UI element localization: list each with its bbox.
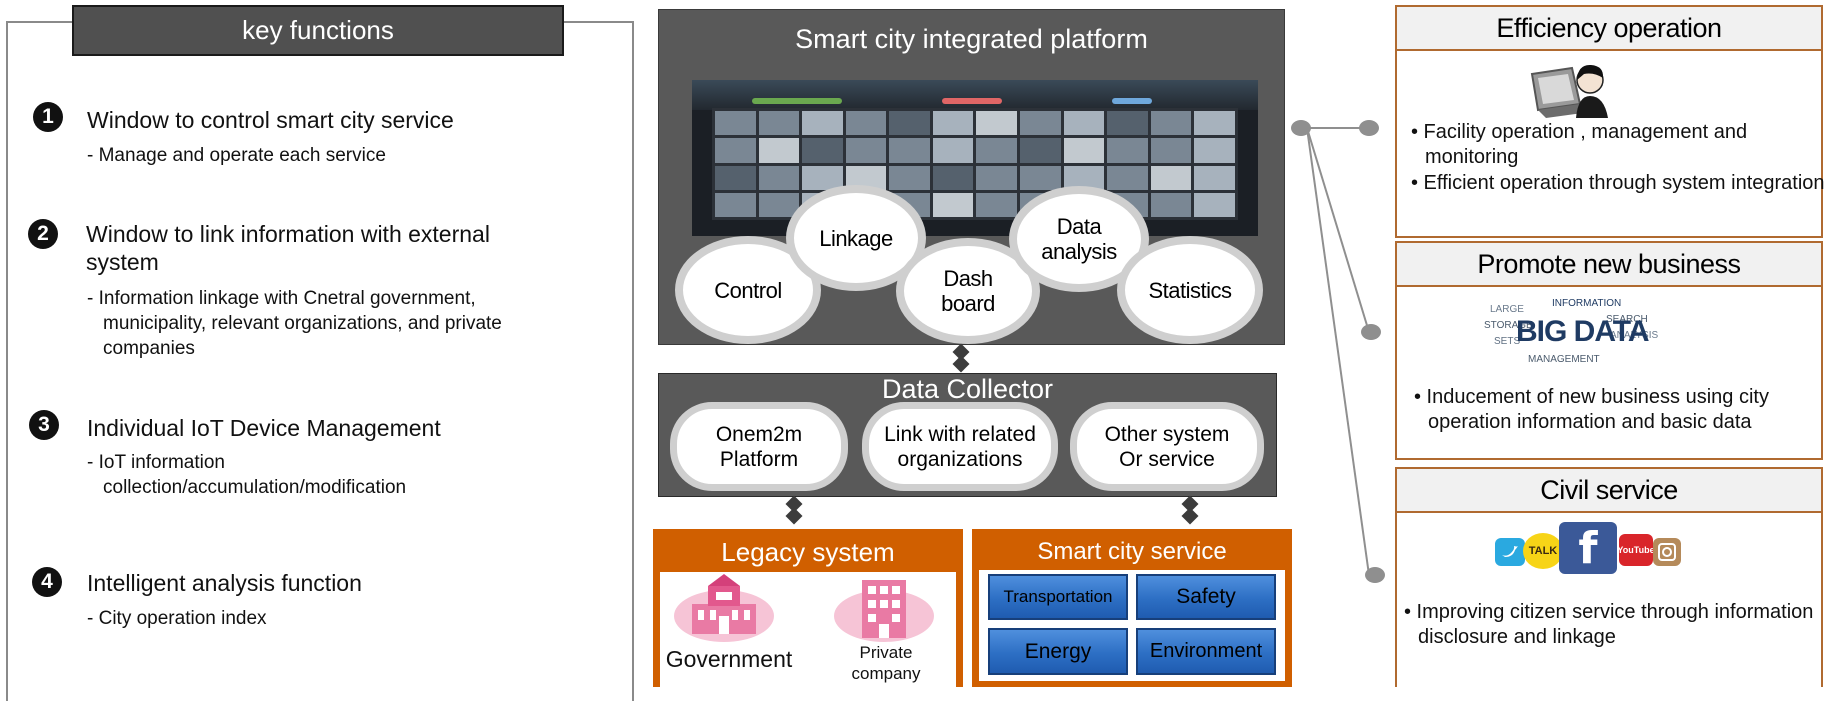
function-desc-3: - IoT information collection/accumulatio… bbox=[87, 452, 407, 498]
efficiency-operation-title: Efficiency operation bbox=[1397, 7, 1821, 51]
function-desc-4: - City operation index bbox=[87, 608, 267, 629]
connector-diamond bbox=[785, 507, 803, 525]
safety-button[interactable]: Safety bbox=[1136, 574, 1276, 620]
instagram-icon bbox=[1653, 538, 1681, 566]
bubble-statistics: Statistics bbox=[1117, 236, 1263, 344]
connector-dot bbox=[1361, 324, 1381, 340]
efficiency-bullet-1: • Facility operation , management and mo… bbox=[1411, 121, 1748, 168]
private-company-building-icon bbox=[834, 580, 934, 642]
bubble-control: Control bbox=[675, 236, 821, 344]
collector-link-organizations: Link with related organizations bbox=[862, 402, 1058, 491]
collector-onem2m: Onem2m Platform bbox=[670, 402, 848, 491]
kakaotalk-icon: TALK bbox=[1523, 533, 1563, 569]
collector-other-system: Other system Or service bbox=[1070, 402, 1264, 491]
function-desc-2: - Information linkage with Cnetral gover… bbox=[87, 288, 502, 359]
business-bullet-1: • Inducement of new business using city … bbox=[1414, 386, 1769, 433]
legacy-government-label: Government bbox=[665, 646, 793, 672]
function-number-1: 1 bbox=[33, 102, 63, 132]
control-room-image bbox=[692, 80, 1258, 236]
function-title-2: Window to link information with external… bbox=[86, 221, 490, 275]
twitter-icon bbox=[1495, 538, 1525, 566]
youtube-icon: YouTube bbox=[1617, 534, 1655, 566]
key-functions-header: key functions bbox=[72, 5, 564, 56]
operator-laptop-icon bbox=[1530, 64, 1608, 118]
civil-service-title: Civil service bbox=[1397, 469, 1821, 513]
function-number-4: 4 bbox=[32, 567, 62, 597]
big-data-word-cloud-icon: LARGE STORAGE SETS INFORMATION SEARCH AN… bbox=[1484, 298, 1659, 365]
fan-connector-lines bbox=[1302, 127, 1370, 576]
function-title-3: Individual IoT Device Management bbox=[87, 415, 441, 441]
function-number-3: 3 bbox=[29, 410, 59, 440]
function-title-1: Window to control smart city service bbox=[87, 107, 454, 133]
facebook-icon: f bbox=[1559, 522, 1617, 574]
transportation-button[interactable]: Transportation bbox=[988, 574, 1128, 620]
civil-bullet-1: • Improving citizen service through info… bbox=[1404, 601, 1814, 648]
bubble-dashboard: Dash board bbox=[896, 238, 1040, 344]
environment-button[interactable]: Environment bbox=[1136, 628, 1276, 675]
function-desc-1: - Manage and operate each service bbox=[87, 145, 386, 166]
function-number-2: 2 bbox=[28, 219, 58, 249]
connector-dot bbox=[1365, 567, 1385, 583]
connector-diamond bbox=[952, 355, 970, 373]
connector-dot bbox=[1359, 120, 1379, 136]
energy-button[interactable]: Energy bbox=[988, 628, 1128, 675]
function-title-4: Intelligent analysis function bbox=[87, 570, 362, 596]
connector-diamond bbox=[1181, 507, 1199, 525]
smart-city-service-title: Smart city service bbox=[1037, 538, 1227, 565]
efficiency-bullet-2: • Efficient operation through system int… bbox=[1411, 172, 1825, 194]
platform-title: Smart city integrated platform bbox=[795, 24, 1148, 54]
legacy-system-title: Legacy system bbox=[721, 537, 895, 567]
legacy-private-label: Private company bbox=[851, 643, 921, 683]
connector-dot bbox=[1291, 120, 1311, 136]
government-building-icon bbox=[674, 574, 774, 642]
data-collector-title: Data Collector bbox=[881, 374, 1054, 404]
promote-business-title: Promote new business bbox=[1397, 243, 1821, 287]
